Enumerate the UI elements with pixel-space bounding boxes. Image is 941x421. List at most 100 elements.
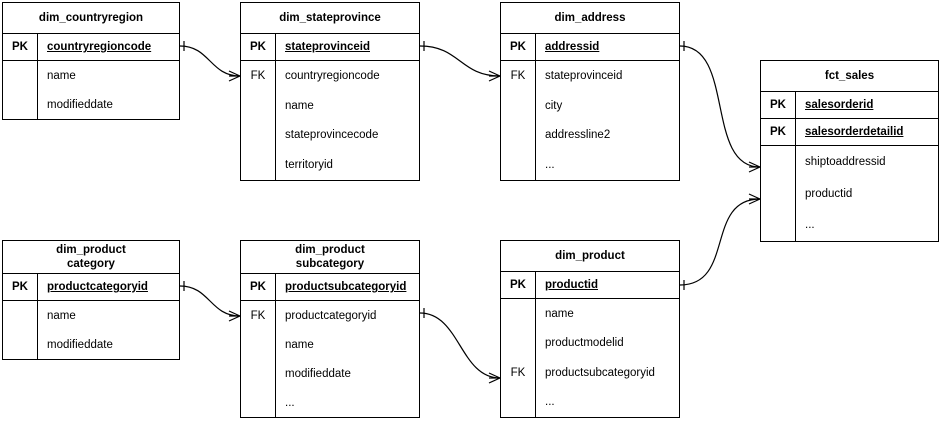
cardinality-many-marker [748,193,761,205]
relationship-line [679,45,761,168]
cardinality-many-marker [488,372,501,384]
key-type-label [3,301,37,330]
attribute-name: name [545,307,574,320]
key-type-label [501,121,535,151]
attribute-block: FK stateprovinceid city addressline2... [501,61,679,180]
attribute-column: name modifieddate [38,61,179,119]
attribute-name: stateprovinceid [545,69,623,82]
relationship-countryregion-to-stateprovince[interactable] [179,41,241,82]
attribute-name: modifieddate [285,367,351,380]
attribute-name: modifieddate [47,98,113,111]
attribute-column: shiptoaddressid productid... [796,146,938,241]
attribute-name: productid [805,187,853,200]
relationship-address-to-fctsales[interactable] [679,41,761,173]
key-type-label [241,388,275,417]
entity-title-dim_product_subcategory: dim_product subcategory [241,241,419,274]
attribute-name: productcategoryid [285,309,377,322]
relationship-subcategory-to-product[interactable] [419,308,501,384]
key-type-label [501,150,535,180]
relationship-product-to-fctsales[interactable] [679,193,761,290]
key-type-label [761,146,795,178]
attribute-name: ... [805,219,815,232]
attribute-name: productid [545,279,599,291]
attribute-name: countryregioncode [285,69,380,82]
cardinality-many-marker [488,70,501,82]
key-type-label: PK [3,34,38,60]
key-column [3,61,38,119]
key-type-label [501,299,535,329]
attribute-name: city [545,99,563,112]
key-type-label: FK [510,366,526,379]
attribute-name: ... [545,159,555,172]
attribute-name: productmodelid [545,337,624,350]
key-row[interactable]: PK productid [501,272,679,299]
attribute-name: addressid [545,41,600,53]
key-type-label [3,90,37,119]
attribute-name: salesorderdetailid [805,126,904,138]
entity-title-dim_product: dim_product [501,241,679,272]
key-type-label: FK [250,69,266,82]
key-type-label: PK [501,272,536,298]
key-column: FK [501,299,536,417]
key-type-label [501,329,535,359]
key-type-label: PK [501,34,536,60]
relationship-stateprovince-to-address[interactable] [419,41,501,82]
key-column: FK [241,61,276,180]
cardinality-many-marker [748,161,761,173]
key-row[interactable]: PK salesorderdetailid [761,119,938,146]
key-type-label: PK [241,34,276,60]
attribute-name: salesorderid [805,99,874,111]
key-type-label [241,359,275,388]
key-row[interactable]: PK addressid [501,34,679,61]
relationship-line [179,45,241,77]
key-column: FK [241,301,276,417]
relationship-productcategory-to-subcategory[interactable] [179,281,241,322]
key-type-label [241,330,275,359]
key-column: FK [501,61,536,180]
relationship-line [419,312,501,379]
entity-title-fct_sales: fct_sales [761,61,938,92]
key-type-label [241,91,275,121]
key-type-label [501,388,535,418]
attribute-name: name [285,99,314,112]
attribute-name: productsubcategoryid [285,281,407,293]
attribute-name: name [47,69,76,82]
key-type-label: PK [761,119,796,145]
attribute-name: addressline2 [545,129,611,142]
key-type-label [241,121,275,151]
attribute-name: shiptoaddressid [805,155,886,168]
attribute-name: name [285,338,314,351]
key-type-label [761,209,795,241]
key-type-label [3,330,37,359]
entity-title-dim_product_category: dim_product category [3,241,179,274]
attribute-name: ... [545,396,555,409]
key-type-label: FK [510,69,526,82]
key-type-label [761,178,795,210]
key-type-label: PK [761,92,796,118]
key-row[interactable]: PK salesorderid [761,92,938,119]
attribute-block: shiptoaddressid productid... [761,146,938,241]
key-type-label: FK [250,309,266,322]
